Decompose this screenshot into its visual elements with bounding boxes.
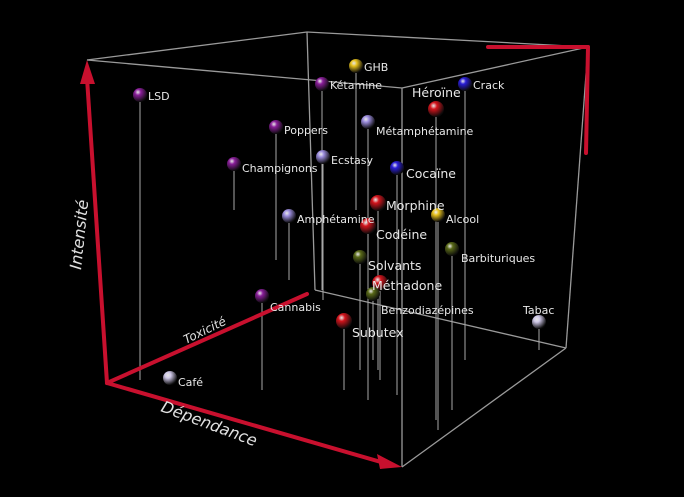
point-label: Cannabis — [270, 301, 321, 314]
data-point — [360, 218, 376, 234]
axes — [80, 45, 590, 469]
data-point — [532, 315, 546, 329]
data-point — [431, 208, 445, 222]
point-label: Tabac — [522, 304, 554, 317]
data-point — [315, 77, 329, 91]
z-axis-label: Intensité — [66, 199, 92, 271]
data-point — [445, 242, 459, 256]
point-label: Alcool — [446, 213, 479, 226]
data-point — [255, 289, 269, 303]
right-edge-accent — [584, 45, 590, 155]
point-label: Métamphétamine — [376, 125, 474, 138]
point-label: Codéine — [376, 227, 427, 242]
point-label: Benzodiazépines — [381, 304, 474, 317]
point-label: Crack — [473, 79, 505, 92]
point-label: Kétamine — [330, 79, 382, 92]
data-point — [372, 275, 388, 291]
data-point — [370, 195, 386, 211]
point-label: Solvants — [368, 258, 421, 273]
box-edge — [401, 347, 567, 468]
point-label: Amphétamine — [297, 213, 375, 226]
z-axis-arrow — [80, 60, 95, 84]
box-edge — [565, 46, 589, 349]
data-points — [133, 59, 546, 385]
drop-lines — [139, 66, 540, 430]
data-point — [428, 101, 444, 117]
x-axis-arrow — [377, 454, 402, 469]
data-point — [163, 371, 177, 385]
box-edge — [401, 46, 589, 89]
x-axis-line — [105, 381, 390, 466]
box-edge — [314, 289, 567, 349]
point-label: LSD — [148, 90, 170, 103]
data-point — [390, 161, 404, 175]
box-edge — [86, 59, 403, 89]
bounding-box — [86, 31, 589, 468]
point-label: Ecstasy — [331, 154, 374, 167]
box-edge — [86, 31, 308, 61]
box-edge — [306, 31, 316, 291]
data-point — [353, 250, 367, 264]
data-point — [366, 287, 380, 301]
z-axis-line — [85, 76, 109, 385]
box-edge — [306, 31, 589, 48]
point-label: GHB — [364, 61, 388, 74]
data-point — [316, 150, 330, 164]
y-axis-line — [105, 292, 309, 385]
point-label: Méthadone — [372, 278, 442, 293]
data-point — [133, 88, 147, 102]
point-label: Poppers — [284, 124, 328, 137]
data-point — [349, 59, 363, 73]
point-label: Barbituriques — [461, 252, 535, 265]
data-point — [269, 120, 283, 134]
point-label: Subutex — [352, 325, 403, 340]
point-label: Héroïne — [412, 85, 461, 100]
data-point — [458, 77, 472, 91]
data-point — [227, 157, 241, 171]
point-label: Morphine — [386, 198, 445, 213]
point-label: Café — [178, 376, 203, 389]
point-label: Champignons — [242, 162, 318, 175]
data-point — [336, 313, 352, 329]
data-point — [282, 209, 296, 223]
data-point — [361, 115, 375, 129]
point-label: Cocaïne — [406, 166, 456, 181]
